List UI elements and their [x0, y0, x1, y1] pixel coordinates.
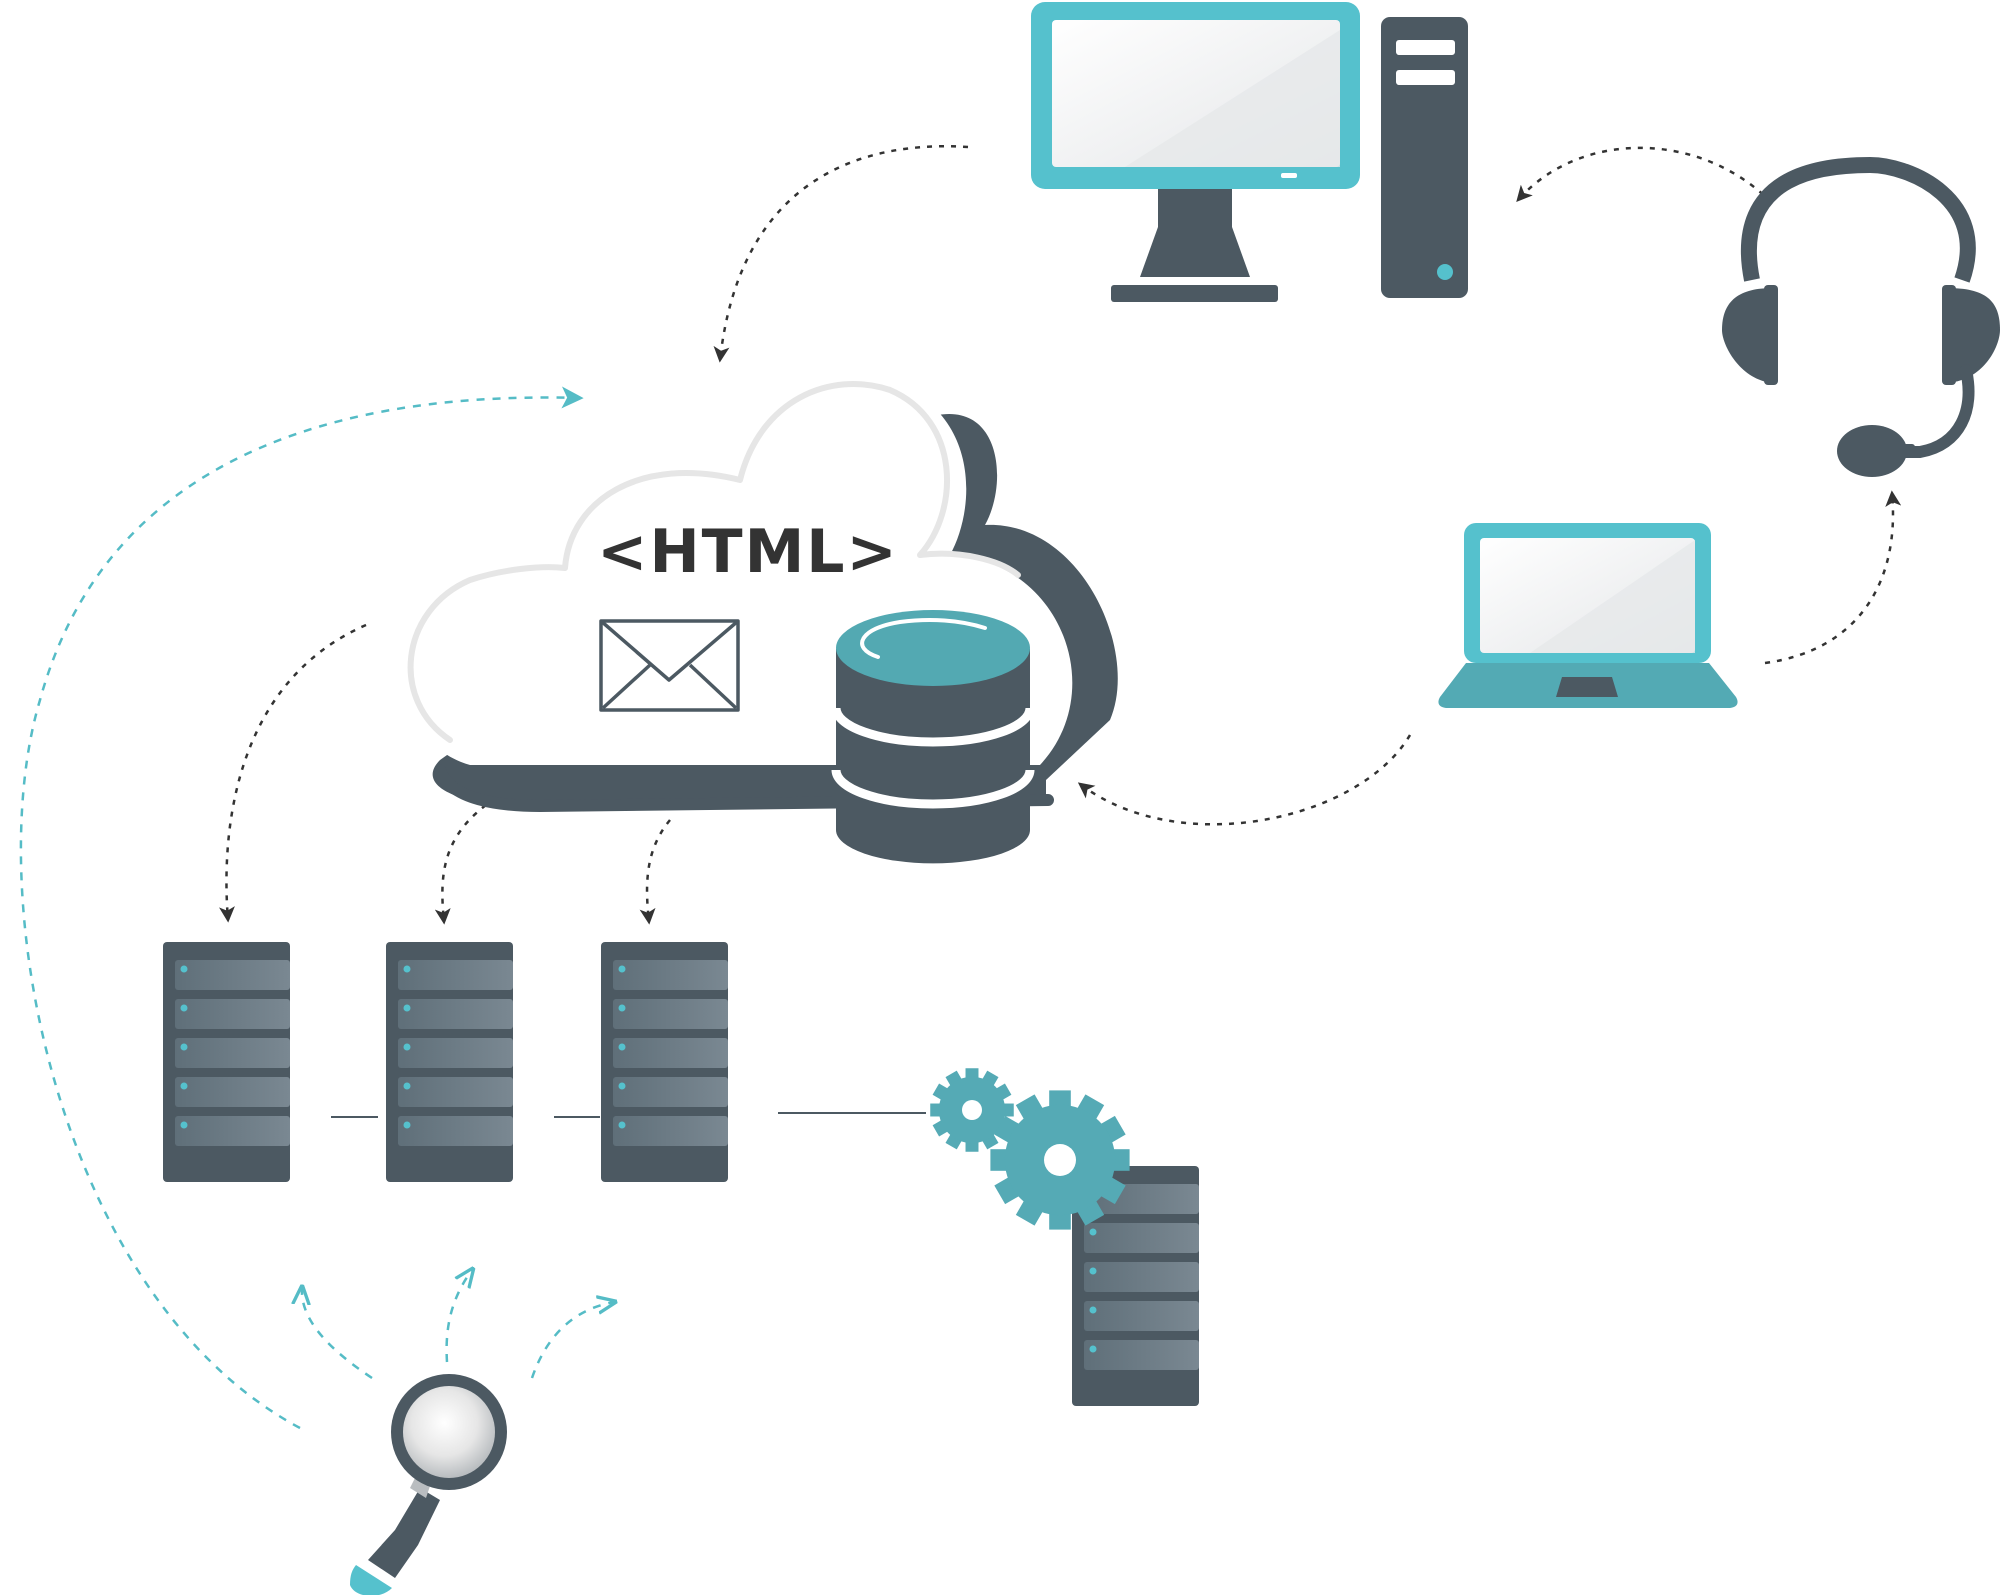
arrow-search-to-server-3: [530, 1302, 614, 1379]
envelope-icon: [599, 619, 740, 712]
arrow-search-to-server-1: [302, 1288, 373, 1380]
desktop-monitor-icon: [1031, 2, 1360, 302]
teal-connection-arrows: [19, 386, 614, 1430]
arrow-laptop-to-headset: [1764, 490, 1902, 665]
server-rack-1: [163, 942, 290, 1182]
database-icon: [831, 610, 1035, 864]
server-connections: [331, 1112, 926, 1118]
server-rack-3: [601, 942, 728, 1182]
pc-tower-icon: [1381, 17, 1468, 298]
laptop-icon: [1438, 523, 1738, 708]
arrow-laptop-to-database: [1077, 734, 1412, 826]
arrow-monitor-to-cloud: [713, 145, 969, 363]
arrow-search-to-cloud: [19, 386, 584, 1430]
gears-icon: [930, 1068, 1130, 1230]
magnifier-icon: [350, 1374, 507, 1595]
headset-icon: [1722, 156, 2000, 477]
cloud-html-label: <HTML>: [597, 517, 899, 587]
arrow-cloud-to-server-2: [434, 804, 487, 925]
server-rack-2: [386, 942, 513, 1182]
dark-connection-arrows: [218, 145, 1902, 925]
arrow-headset-to-monitor: [1516, 146, 1773, 204]
arrow-search-to-server-2: [445, 1270, 472, 1363]
arrow-cloud-to-server-1: [218, 623, 367, 923]
arrow-cloud-to-server-3: [639, 819, 671, 925]
